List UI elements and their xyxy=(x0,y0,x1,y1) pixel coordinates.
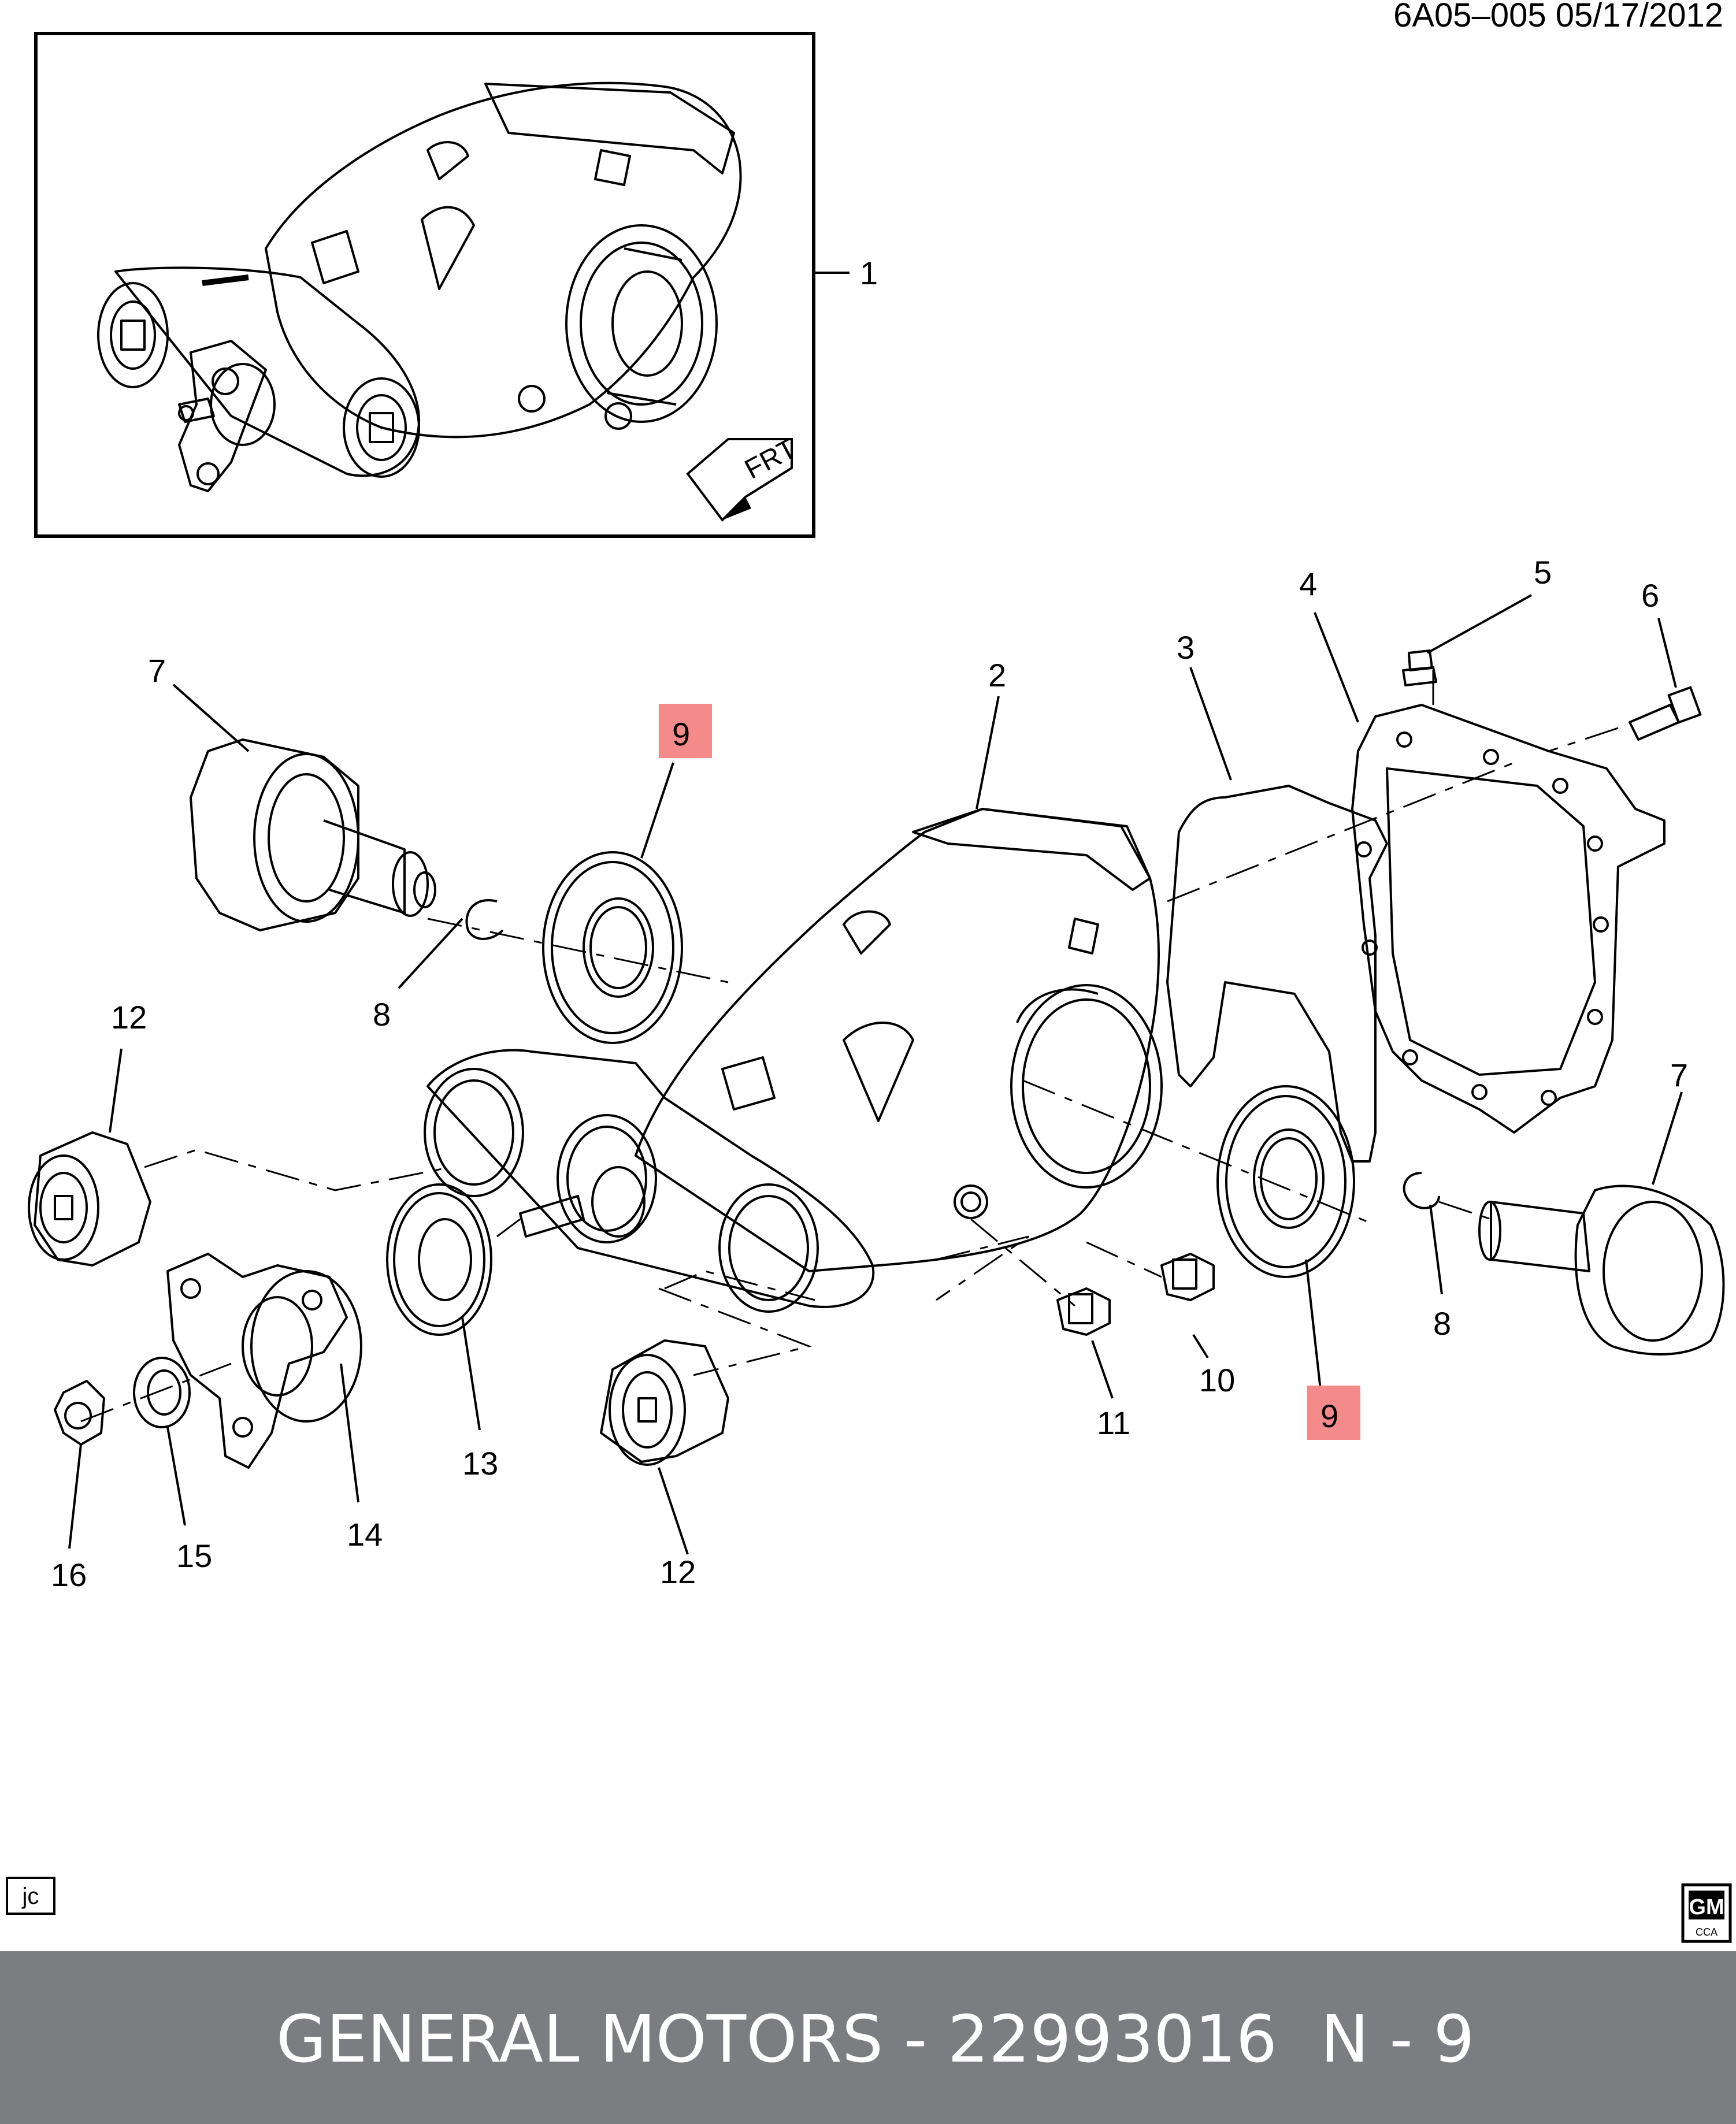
inset-assembly-panel: FRT xyxy=(34,32,850,538)
callout-13: 13 xyxy=(462,1445,498,1481)
drain-plug xyxy=(1056,1287,1111,1336)
callout-1: 1 xyxy=(860,255,878,291)
callout-8-right: 8 xyxy=(1433,1305,1451,1342)
footer-brand-part-number: GENERAL MOTORS - 22993016 xyxy=(276,2002,1277,2077)
output-shaft-left xyxy=(190,738,436,931)
callout-3: 3 xyxy=(1177,629,1195,666)
initials-box: jc xyxy=(6,1877,55,1915)
exploded-parts-diagram: 6A05–005 05/17/2012 xyxy=(6,0,1732,1943)
callout-14: 14 xyxy=(347,1516,383,1553)
drawing-id: 6A05–005 05/17/2012 xyxy=(1393,0,1723,34)
pinion-flange xyxy=(166,1253,362,1469)
callout-9-top: 9 xyxy=(672,716,690,752)
callout-9-bottom: 9 xyxy=(1320,1398,1338,1434)
callout-16: 16 xyxy=(51,1557,87,1593)
callout-10: 10 xyxy=(1199,1362,1235,1398)
callout-5: 5 xyxy=(1534,554,1552,591)
callout-8-left: 8 xyxy=(373,996,391,1033)
snap-ring-left xyxy=(465,899,504,940)
cover-bolt xyxy=(1629,686,1702,741)
mount-bushing-rear xyxy=(600,1339,729,1466)
svg-text:GM: GM xyxy=(1689,1895,1724,1919)
washer xyxy=(133,1357,191,1428)
highlight-box-top xyxy=(659,704,712,758)
differential-housing xyxy=(424,808,1163,1313)
callout-12-left: 12 xyxy=(111,999,147,1035)
axle-seal-lower xyxy=(1216,1085,1355,1278)
svg-text:CCA: CCA xyxy=(1696,1926,1718,1938)
footer-bar: GENERAL MOTORS - 22993016 N - 9 xyxy=(0,1951,1736,2124)
axle-seal-upper xyxy=(542,851,683,1044)
snap-ring-right xyxy=(1403,1172,1440,1209)
highlight-box-bottom xyxy=(1307,1386,1360,1440)
callout-4: 4 xyxy=(1299,566,1317,602)
pinion-seal xyxy=(386,1183,492,1336)
callout-2: 2 xyxy=(988,657,1006,693)
fill-plug xyxy=(1160,1253,1215,1301)
vent-plug xyxy=(1402,649,1437,686)
initials-text: jc xyxy=(22,1884,39,1909)
rear-cover xyxy=(1351,704,1665,1134)
callout-7-right: 7 xyxy=(1670,1057,1688,1093)
callout-15: 15 xyxy=(176,1538,212,1574)
front-direction-arrow-icon: FRT xyxy=(686,433,802,522)
mount-bushing-left xyxy=(28,1131,151,1267)
pinion-nut xyxy=(54,1380,105,1446)
footer-item-reference: N - 9 xyxy=(1320,2002,1475,2077)
callout-11: 11 xyxy=(1097,1405,1130,1441)
callout-7-left: 7 xyxy=(148,652,166,689)
cover-gasket xyxy=(1166,785,1388,1163)
callout-6: 6 xyxy=(1641,577,1659,614)
gm-logo-icon: GM CCA xyxy=(1681,1883,1732,1943)
output-shaft-right xyxy=(1478,1184,1725,1356)
callout-12-bottom: 12 xyxy=(660,1554,696,1590)
